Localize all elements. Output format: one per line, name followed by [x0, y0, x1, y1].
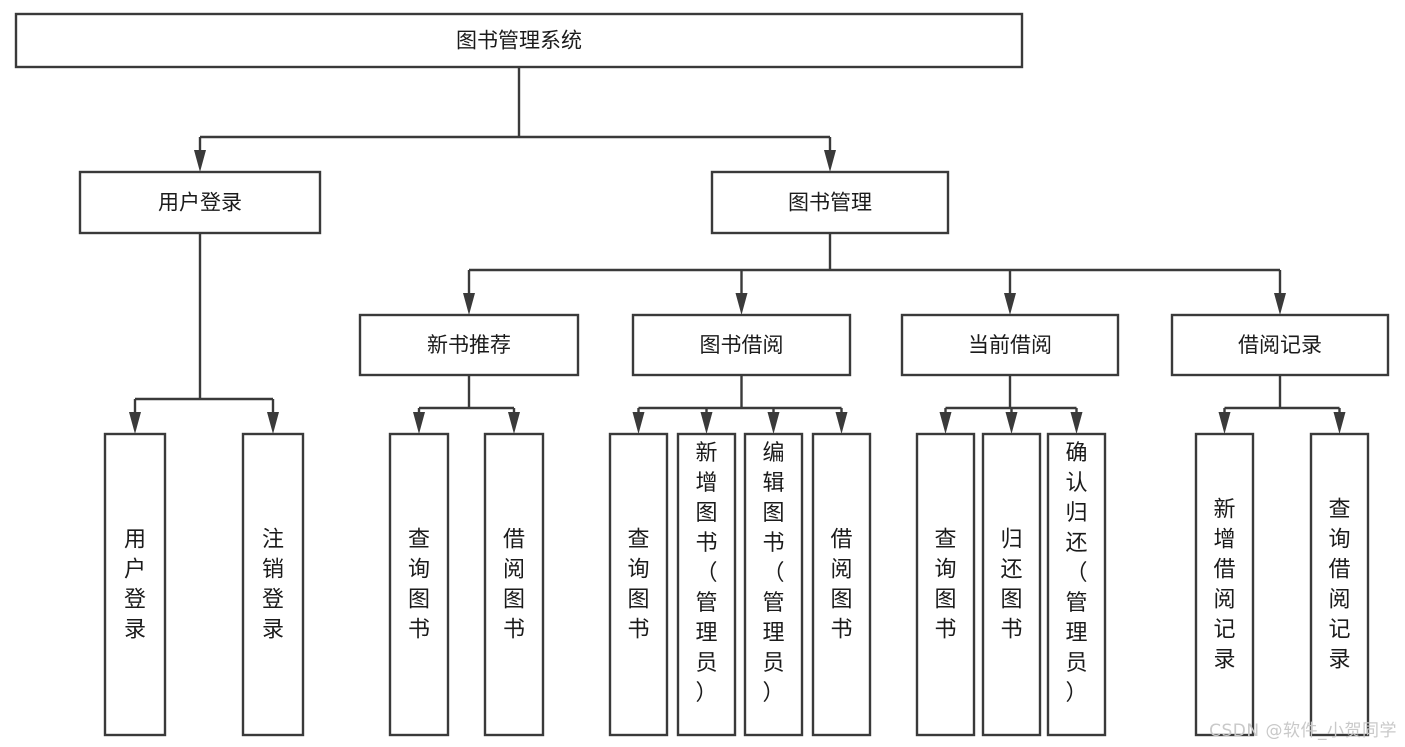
node-box-leaf-record-add[interactable]	[1194, 432, 1255, 737]
node-user-login[interactable]: 用户登录	[78, 170, 322, 235]
node-leaf-cur-return[interactable]: 归还图书	[981, 432, 1042, 737]
node-box-leaf-rec-borrow[interactable]	[483, 432, 545, 737]
node-book-manage[interactable]: 图书管理	[710, 170, 950, 235]
node-box-leaf-user-login[interactable]	[103, 432, 167, 737]
node-leaf-record-query[interactable]: 查询借阅记录	[1309, 432, 1370, 737]
arrowhead-book-manage	[824, 150, 836, 172]
node-label-root: 图书管理系统	[456, 29, 582, 53]
connector-current-borrow	[939, 375, 1083, 434]
arrowhead-leaf-user-logout	[267, 412, 279, 434]
arrowhead-leaf-cur-query	[939, 412, 952, 434]
node-label-user-login: 用户登录	[158, 191, 242, 215]
node-box-leaf-user-logout[interactable]	[241, 432, 305, 737]
node-current-borrow[interactable]: 当前借阅	[900, 313, 1120, 377]
connector-layer	[129, 67, 1346, 434]
arrowhead-book-borrow	[735, 293, 748, 315]
arrowhead-leaf-borrow-lend	[835, 412, 848, 434]
arrowhead-borrow-record	[1274, 293, 1286, 315]
node-leaf-borrow-add[interactable]: 新增图书（管理员）	[676, 432, 737, 737]
node-box-book-borrow[interactable]	[631, 313, 852, 377]
connector-user-login	[129, 233, 279, 434]
node-box-user-login[interactable]	[78, 170, 322, 235]
watermark-label: CSDN @软件_小贺同学	[1209, 721, 1397, 741]
arrowhead-leaf-rec-borrow	[508, 412, 520, 434]
node-label-book-manage: 图书管理	[788, 191, 872, 215]
node-label-leaf-user-login: 用户登录	[124, 528, 146, 643]
connector-book-borrow	[632, 375, 848, 434]
node-box-book-manage[interactable]	[710, 170, 950, 235]
node-label-new-book-rec: 新书推荐	[427, 333, 511, 357]
node-label-leaf-cur-confirm: 确认归还（管理员）	[1065, 441, 1087, 706]
node-book-borrow[interactable]: 图书借阅	[631, 313, 852, 377]
arrowhead-user-login	[194, 150, 206, 172]
arrowhead-leaf-user-login	[129, 412, 141, 434]
node-label-current-borrow: 当前借阅	[968, 333, 1052, 357]
node-box-leaf-borrow-edit[interactable]	[743, 432, 804, 737]
node-box-leaf-borrow-query[interactable]	[608, 432, 669, 737]
node-leaf-rec-borrow[interactable]: 借阅图书	[483, 432, 545, 737]
node-borrow-record[interactable]: 借阅记录	[1170, 313, 1390, 377]
node-box-leaf-cur-return[interactable]	[981, 432, 1042, 737]
node-leaf-borrow-lend[interactable]: 借阅图书	[811, 432, 872, 737]
node-label-borrow-record: 借阅记录	[1238, 333, 1322, 357]
arrowhead-leaf-cur-return	[1005, 412, 1018, 434]
node-box-leaf-cur-confirm[interactable]	[1046, 432, 1107, 737]
connector-borrow-record	[1218, 375, 1346, 434]
node-box-borrow-record[interactable]	[1170, 313, 1390, 377]
node-leaf-user-logout[interactable]: 注销登录	[241, 432, 305, 737]
node-box-current-borrow[interactable]	[900, 313, 1120, 377]
node-label-leaf-record-add: 新增借阅记录	[1213, 498, 1235, 673]
node-label-leaf-borrow-add: 新增图书（管理员）	[695, 441, 717, 706]
node-label-leaf-borrow-lend: 借阅图书	[830, 528, 852, 643]
arrowhead-leaf-cur-confirm	[1070, 412, 1083, 434]
arrowhead-current-borrow	[1004, 293, 1016, 315]
connector-root	[194, 67, 836, 172]
arrowhead-leaf-rec-query	[413, 412, 425, 434]
node-box-leaf-borrow-add[interactable]	[676, 432, 737, 737]
node-leaf-cur-confirm[interactable]: 确认归还（管理员）	[1046, 432, 1107, 737]
node-label-leaf-cur-return: 归还图书	[1000, 528, 1022, 643]
arrowhead-leaf-record-add	[1218, 412, 1231, 434]
connector-book-manage	[463, 233, 1286, 315]
node-leaf-user-login[interactable]: 用户登录	[103, 432, 167, 737]
connector-new-book-rec	[413, 375, 520, 434]
arrowhead-leaf-record-query	[1333, 412, 1346, 434]
node-box-root[interactable]	[14, 12, 1024, 69]
node-root[interactable]: 图书管理系统	[14, 12, 1024, 69]
node-leaf-cur-query[interactable]: 查询图书	[915, 432, 976, 737]
node-new-book-rec[interactable]: 新书推荐	[358, 313, 580, 377]
arrowhead-leaf-borrow-add	[700, 412, 713, 434]
node-box-leaf-rec-query[interactable]	[388, 432, 450, 737]
node-box-new-book-rec[interactable]	[358, 313, 580, 377]
node-leaf-rec-query[interactable]: 查询图书	[388, 432, 450, 737]
arrowhead-leaf-borrow-edit	[767, 412, 780, 434]
node-label-leaf-cur-query: 查询图书	[934, 528, 956, 643]
node-layer: 图书管理系统用户登录图书管理新书推荐图书借阅当前借阅借阅记录用户登录注销登录查询…	[14, 12, 1390, 737]
node-leaf-borrow-query[interactable]: 查询图书	[608, 432, 669, 737]
node-box-leaf-borrow-lend[interactable]	[811, 432, 872, 737]
node-box-leaf-cur-query[interactable]	[915, 432, 976, 737]
arrowhead-new-book-rec	[463, 293, 475, 315]
node-label-leaf-rec-query: 查询图书	[408, 528, 430, 643]
node-label-leaf-borrow-edit: 编辑图书（管理员）	[762, 441, 784, 706]
node-box-leaf-record-query[interactable]	[1309, 432, 1370, 737]
node-label-leaf-user-logout: 注销登录	[262, 528, 284, 643]
node-label-book-borrow: 图书借阅	[700, 333, 784, 357]
node-leaf-record-add[interactable]: 新增借阅记录	[1194, 432, 1255, 737]
node-label-leaf-rec-borrow: 借阅图书	[503, 528, 525, 643]
arrowhead-leaf-borrow-query	[632, 412, 645, 434]
node-leaf-borrow-edit[interactable]: 编辑图书（管理员）	[743, 432, 804, 737]
node-label-leaf-record-query: 查询借阅记录	[1328, 498, 1350, 673]
node-label-leaf-borrow-query: 查询图书	[627, 528, 649, 643]
